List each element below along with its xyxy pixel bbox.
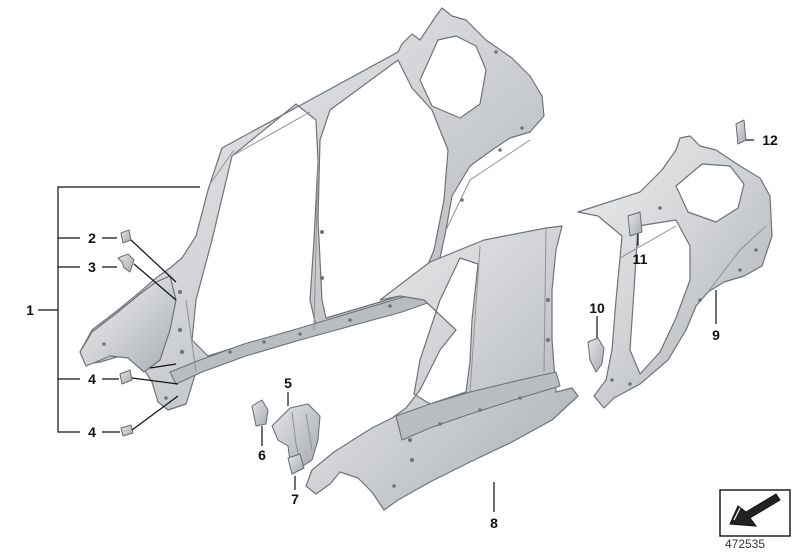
callout-9: 9 — [712, 327, 720, 343]
part-11-bracket — [627, 211, 643, 237]
diagram-reference-number: 472535 — [724, 537, 766, 551]
view-orientation-icon — [719, 489, 791, 537]
part-7-bracket — [287, 453, 305, 475]
side-frame-left-assembly — [79, 7, 545, 411]
callout-4-upper: 4 — [88, 371, 96, 387]
leader-4a — [102, 377, 179, 385]
part-3-bracket — [117, 253, 135, 273]
part-2-bracket — [120, 229, 132, 244]
leader-2 — [102, 237, 177, 283]
leader-rocker-to-frame — [149, 363, 177, 369]
callout-2: 2 — [88, 230, 96, 246]
callout-12: 12 — [762, 132, 778, 148]
crease-line — [469, 227, 547, 393]
mounting-holes — [392, 298, 550, 488]
side-frame-front-panel — [305, 225, 579, 511]
part-4-upper-bracket — [119, 369, 133, 385]
part-6-bracket — [251, 399, 269, 427]
callout-8: 8 — [490, 515, 498, 531]
callout-11: 11 — [633, 251, 648, 267]
leader-4b — [102, 395, 179, 433]
callout-1: 1 — [26, 302, 34, 318]
callout-10: 10 — [589, 300, 605, 316]
callout-3: 3 — [88, 259, 96, 275]
side-frame-front-section — [305, 225, 579, 511]
callout-6: 6 — [258, 447, 266, 463]
callout-5: 5 — [284, 375, 292, 391]
leader-lines — [38, 139, 754, 512]
side-frame-front-rocker — [395, 371, 561, 441]
crease-line — [445, 139, 531, 231]
leader-3 — [102, 263, 177, 301]
callout-labels: 1 2 3 4 4 5 6 7 8 9 10 11 12 — [26, 132, 778, 531]
side-frame-rear-section — [577, 135, 773, 409]
callout-7: 7 — [291, 491, 299, 507]
callout-4-lower: 4 — [88, 424, 96, 440]
part-12-bracket — [735, 119, 747, 145]
part-5-reinforcement — [271, 403, 321, 469]
mounting-holes — [102, 50, 524, 400]
part-4-lower-bracket — [120, 424, 134, 437]
crease-line — [619, 225, 767, 293]
side-frame-rear-panel — [577, 135, 773, 409]
mounting-holes — [610, 206, 758, 386]
side-frame-left-front-apron — [79, 275, 177, 373]
crease-line — [185, 111, 319, 373]
part-10-bracket — [587, 337, 605, 373]
